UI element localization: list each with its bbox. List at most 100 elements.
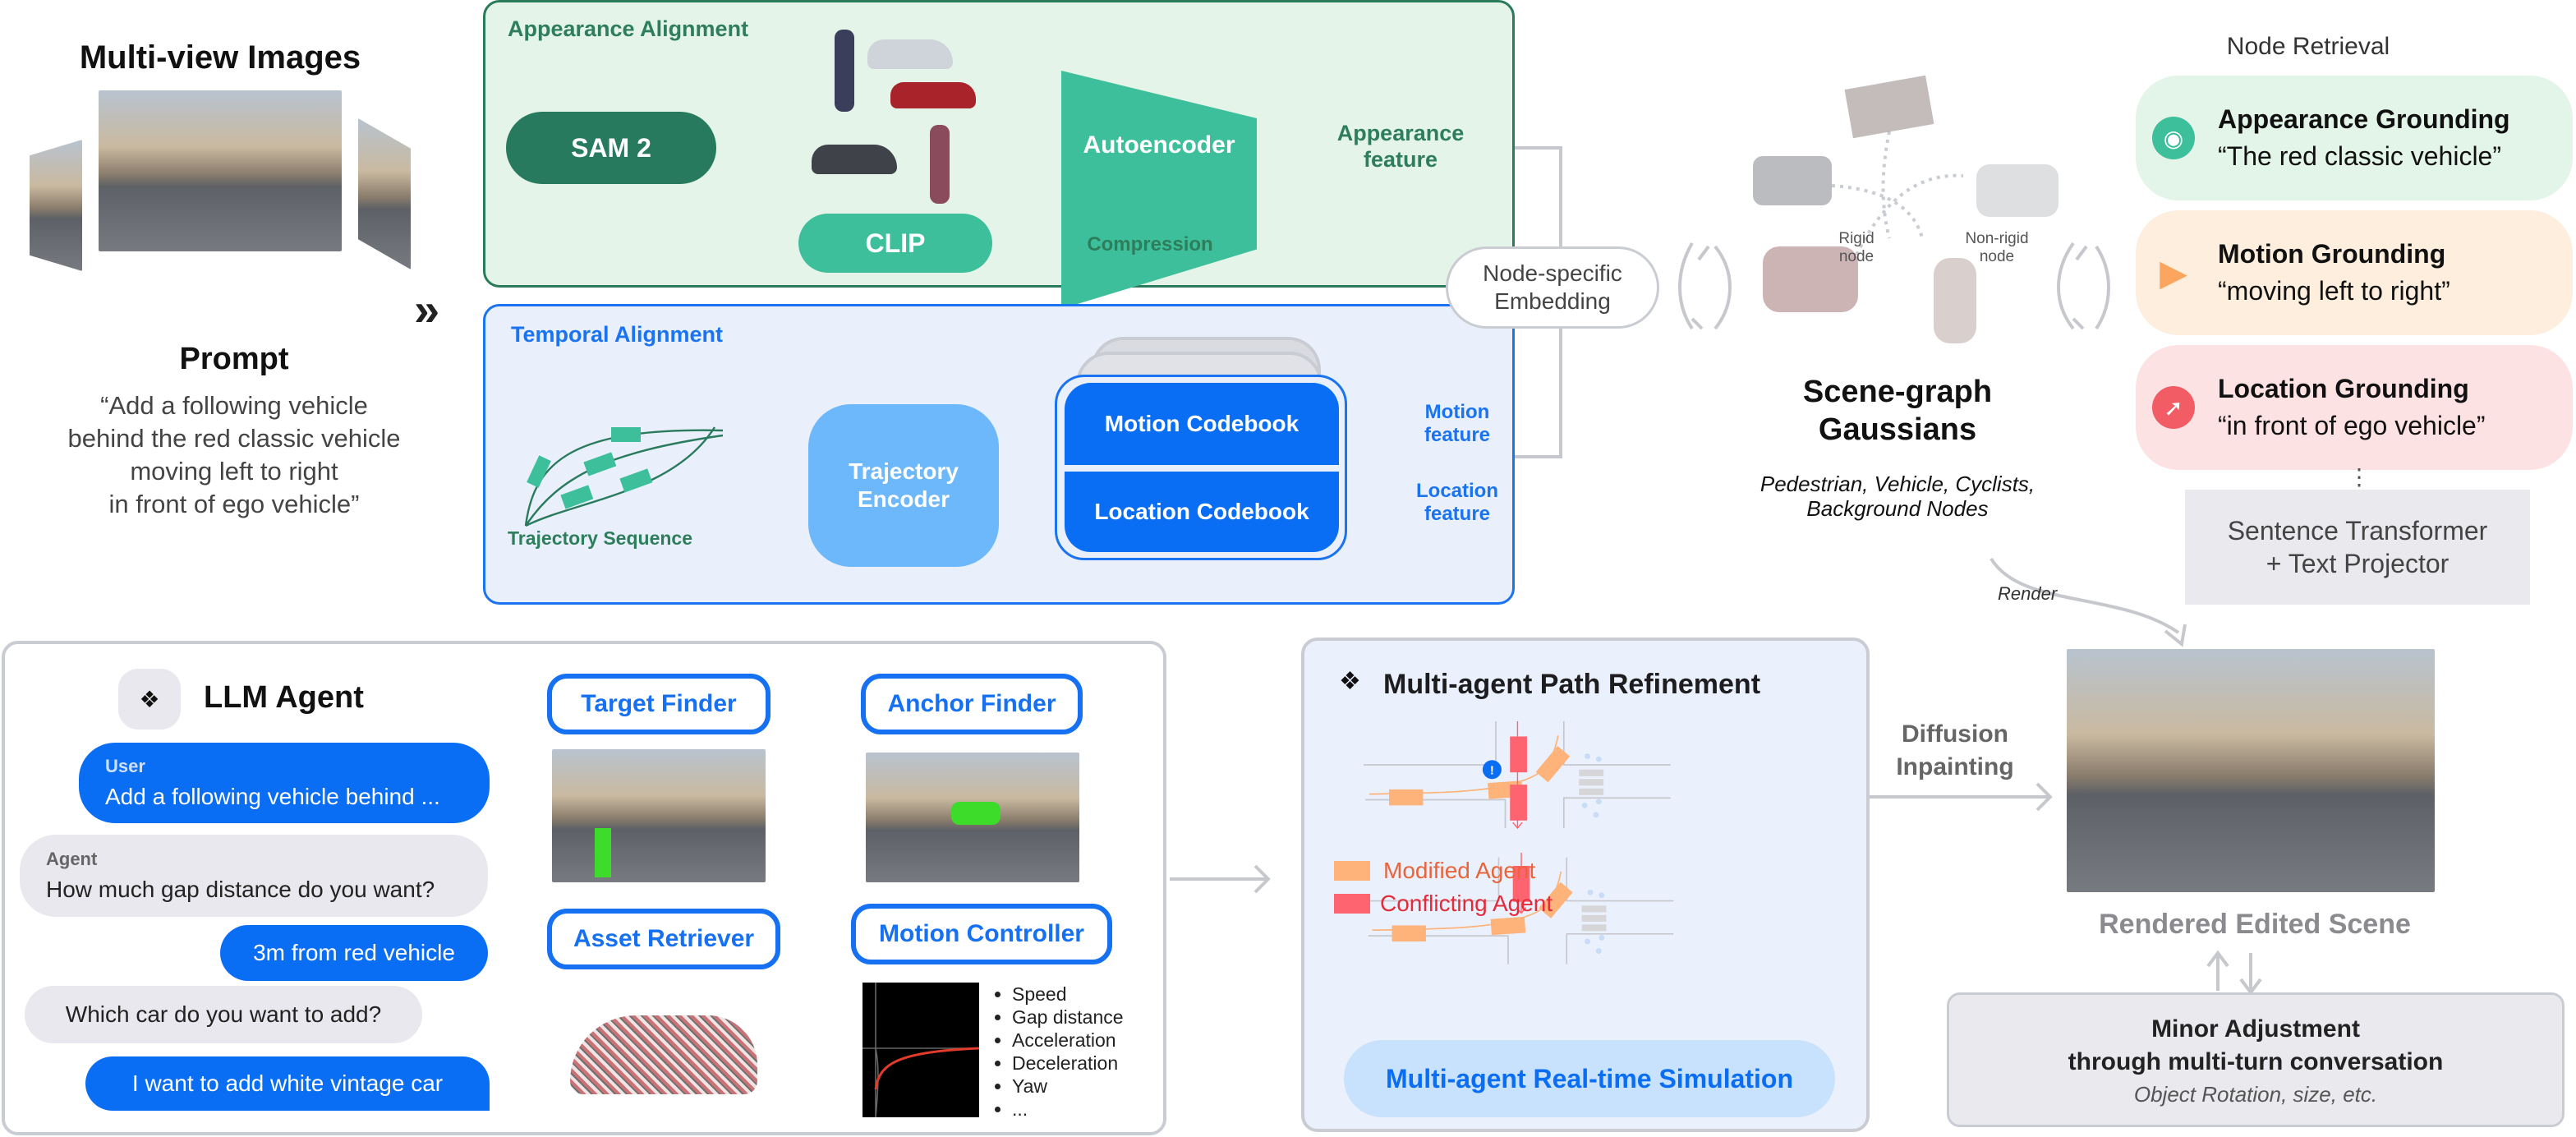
agent-diamond-icon: ❖ — [118, 669, 181, 730]
pedestrian-cutout — [835, 30, 854, 112]
prompt-line: behind the red classic vehicle — [67, 424, 401, 453]
motion-map — [862, 983, 979, 1117]
label-line: Location — [1416, 480, 1498, 502]
bottom-scenario — [1366, 852, 1674, 964]
motion-param: ... — [1012, 1098, 1124, 1121]
dark-car-cutout — [812, 145, 897, 174]
top-scenario: ! — [1364, 721, 1671, 830]
trajectory-sequence-sketch — [524, 426, 724, 527]
motion-parameter-list: Speed Gap distance Acceleration Decelera… — [992, 983, 1124, 1121]
label-line: feature — [1363, 147, 1438, 172]
motion-param: Yaw — [1012, 1075, 1124, 1098]
card-title: Location Grounding — [2218, 374, 2469, 403]
motion-param: Deceleration — [1012, 1052, 1124, 1075]
minor-adjustment-block: Minor Adjustment through multi-turn conv… — [1947, 992, 2564, 1127]
motion-param: Speed — [1012, 983, 1124, 1006]
render-label: Render — [1998, 583, 2058, 604]
modified-agent — [1490, 916, 1526, 936]
simulation-block: Multi-agent Real-time Simulation — [1344, 1040, 1835, 1117]
label-line: node — [1979, 248, 2015, 265]
label-line: Encoder — [857, 486, 950, 512]
message-role: Agent — [46, 849, 98, 869]
message-role: User — [105, 756, 145, 776]
chat-message-user: User Add a following vehicle behind ... — [79, 743, 490, 823]
card-title: Appearance Grounding — [2218, 104, 2510, 134]
target-finder-tool: Target Finder — [547, 674, 770, 734]
label-line: Minor Adjustment — [2151, 1015, 2360, 1043]
motion-param: Gap distance — [1012, 1006, 1124, 1029]
side-view-left-image — [30, 140, 82, 271]
multiview-title: Multi-view Images — [79, 39, 361, 76]
legend-conflicting-swatch — [1334, 894, 1370, 914]
asset-retriever-tool: Asset Retriever — [547, 909, 780, 969]
scene-graph-subtitle: Pedestrian, Vehicle, Cyclists,Background… — [1709, 472, 2086, 521]
card-text: “in front of ego vehicle” — [2218, 411, 2486, 440]
compression-label: Compression — [1087, 233, 1213, 255]
chat-message-user: 3m from red vehicle — [220, 925, 488, 981]
location-grounding-card: ➚ Location Grounding “in front of ego veh… — [2136, 345, 2573, 470]
label-line: Pedestrian, Vehicle, Cyclists, — [1760, 472, 2036, 496]
path-refinement-title: Multi-agent Path Refinement — [1383, 669, 1761, 700]
motion-codebook: Motion Codebook — [1065, 383, 1339, 465]
play-icon: ▶ — [2160, 252, 2187, 293]
adjust-subtitle: Object Rotation, size, etc. — [2133, 1081, 2378, 1107]
location-codebook: Location Codebook — [1065, 472, 1339, 552]
chat-message-agent: Agent How much gap distance do you want? — [20, 835, 488, 917]
arrow-to-rendered — [1870, 782, 2053, 812]
pointcloud-vehicle — [1753, 156, 1832, 205]
intersection-diagram: ! — [1364, 721, 1674, 964]
legend-modified-swatch — [1334, 861, 1370, 881]
label-line: Scene-graph — [1802, 375, 1993, 409]
label-line: feature — [1424, 503, 1491, 525]
segmented-objects — [805, 30, 999, 204]
pointcloud-vehicle — [1976, 164, 2058, 217]
line-to-embedding — [1515, 146, 1562, 458]
temporal-title: Temporal Alignment — [511, 322, 724, 347]
prompt-line: in front of ego vehicle” — [108, 490, 360, 518]
motion-controller-tool: Motion Controller — [851, 904, 1112, 964]
agent-diamond-icon: ❖ — [1339, 668, 1361, 695]
motion-param: Acceleration — [1012, 1029, 1124, 1052]
render-arrow — [1990, 557, 2187, 647]
trajectory-sequence-label: Trajectory Sequence — [508, 527, 692, 549]
modified-agent — [1535, 746, 1571, 783]
label-line: through multi-turn conversation — [2068, 1047, 2444, 1075]
prompt-line: moving left to right — [130, 457, 338, 486]
compass-icon: ➚ — [2152, 386, 2195, 429]
label-line: feature — [1424, 424, 1491, 446]
card-text: “The red classic vehicle” — [2218, 141, 2501, 171]
arrow-llm-to-refinement — [1170, 864, 1271, 894]
message-text: Add a following vehicle behind ... — [105, 784, 440, 809]
eye-icon: ◉ — [2152, 117, 2195, 159]
warning-icon — [1482, 760, 1502, 780]
motion-grounding-card: ▶ Motion Grounding“moving left to right” — [2136, 210, 2573, 335]
conflicting-agent — [1510, 785, 1527, 821]
modified-agent — [1539, 882, 1573, 918]
rendered-scene-label: Rendered Edited Scene — [2099, 909, 2411, 940]
target-highlight — [595, 828, 611, 877]
modified-agent — [1389, 789, 1424, 806]
rendered-scene-image — [2067, 649, 2435, 892]
prompt-title: Prompt — [179, 342, 289, 376]
red-car-cutout — [890, 82, 976, 108]
svg-text:!: ! — [1490, 763, 1494, 777]
message-text: How much gap distance do you want? — [46, 877, 435, 902]
white-car-cutout — [867, 39, 953, 69]
label-line: Appearance — [1336, 121, 1465, 145]
prompt-text: “Add a following vehicle behind the red … — [16, 389, 452, 521]
prompt-line: “Add a following vehicle — [100, 391, 368, 420]
anchor-finder-image — [866, 753, 1079, 882]
pedestrian-cutout — [930, 125, 950, 204]
asset-pointcloud-car — [570, 1015, 757, 1094]
text-projector-block: Sentence Transformer+ Text Projector — [2185, 490, 2530, 605]
label-line: Background Nodes — [1806, 496, 1989, 521]
chat-message-user: I want to add white vintage car — [85, 1056, 490, 1111]
target-finder-image — [552, 749, 766, 882]
